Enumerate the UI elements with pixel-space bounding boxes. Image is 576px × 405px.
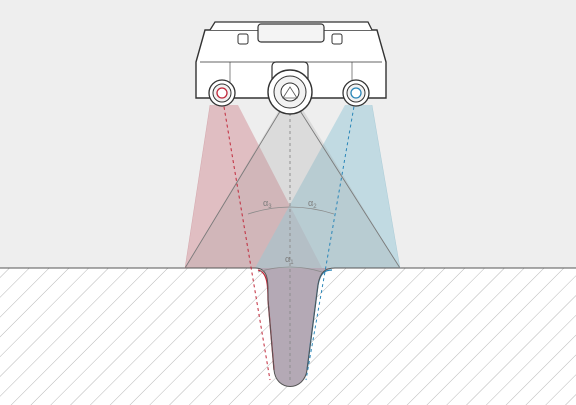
arc-alpha2 — [289, 206, 335, 215]
left-camera-lens — [208, 79, 236, 107]
blue-projection-cone — [255, 105, 400, 268]
arc-alpha3 — [247, 206, 291, 215]
right-camera-lens — [342, 79, 370, 107]
blue-ray — [305, 94, 357, 381]
groove-fill — [255, 268, 335, 387]
center-projection-cone — [185, 105, 400, 268]
sensor-device — [195, 21, 387, 115]
mount-screw-left — [237, 33, 249, 45]
angle-label-alpha3: α3 — [263, 198, 272, 210]
sensor-top-bar — [257, 23, 325, 43]
surface-profile — [0, 267, 576, 387]
blue-cone-edge — [371, 104, 401, 269]
center-ray-left — [184, 94, 291, 269]
angle-label-alpha2: α2 — [308, 198, 317, 210]
red-ray — [221, 94, 271, 381]
center-ray-right — [289, 94, 401, 269]
mount-screw-right — [331, 33, 343, 45]
projector-lens — [267, 61, 313, 115]
angle-label-alpha1: α1 — [285, 254, 294, 266]
red-cone-edge — [184, 104, 211, 269]
arc-alpha1 — [257, 266, 323, 273]
